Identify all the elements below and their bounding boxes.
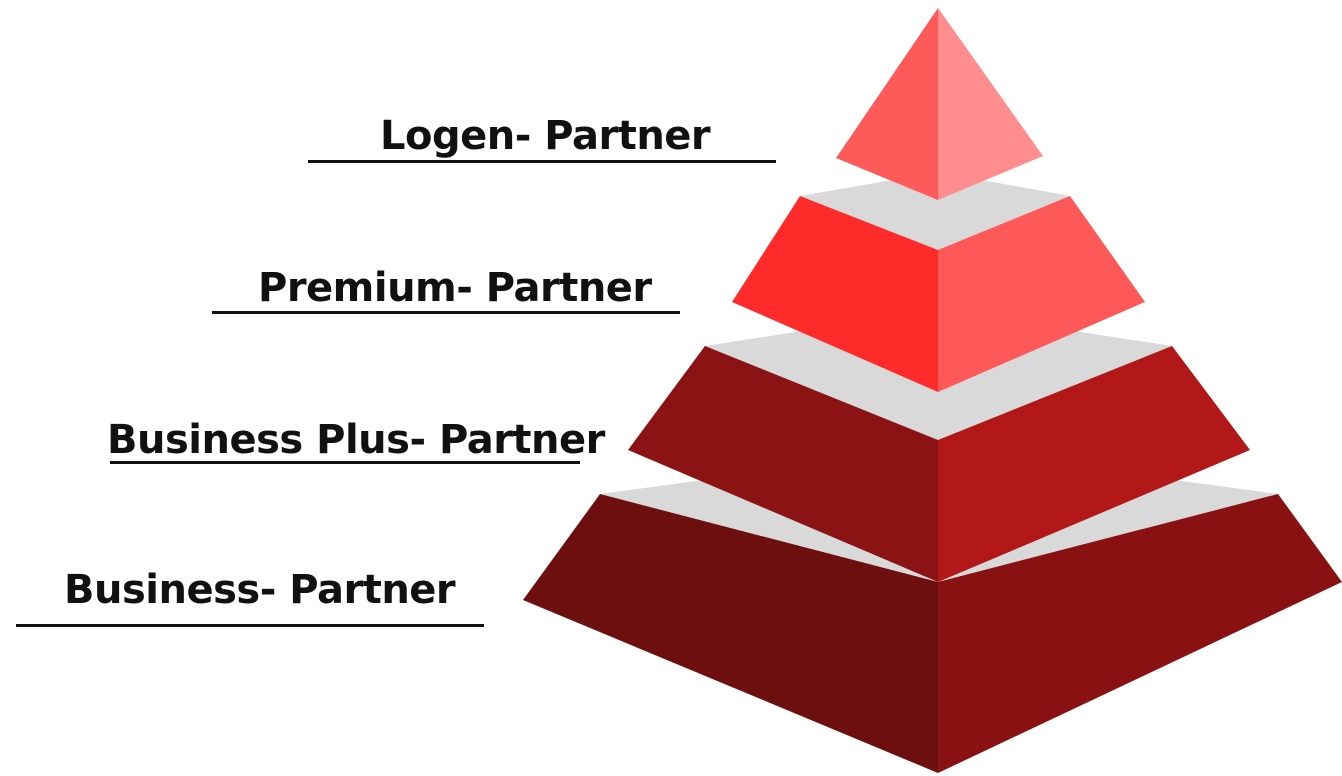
tier-underline-logen: [308, 160, 776, 163]
tier-2-left-face: [732, 196, 938, 392]
tier-4-right-face: [938, 494, 1342, 773]
tier-4-left-face: [523, 494, 938, 773]
tier-label-business: Business- Partner: [64, 567, 456, 613]
tier-underline-business-plus: [110, 461, 580, 464]
tier-label-business-plus: Business Plus- Partner: [107, 417, 605, 463]
tier-underline-business: [16, 624, 484, 627]
tier-1-left-face: [836, 8, 938, 200]
tier-2-right-face: [938, 196, 1145, 392]
tier-3-right-face: [938, 346, 1250, 582]
tier-label-premium: Premium- Partner: [258, 265, 652, 311]
tier-label-logen: Logen- Partner: [380, 113, 711, 159]
tier-3-left-face: [628, 346, 938, 582]
tier-1-right-face: [938, 8, 1043, 200]
tier-underline-premium: [212, 311, 680, 314]
